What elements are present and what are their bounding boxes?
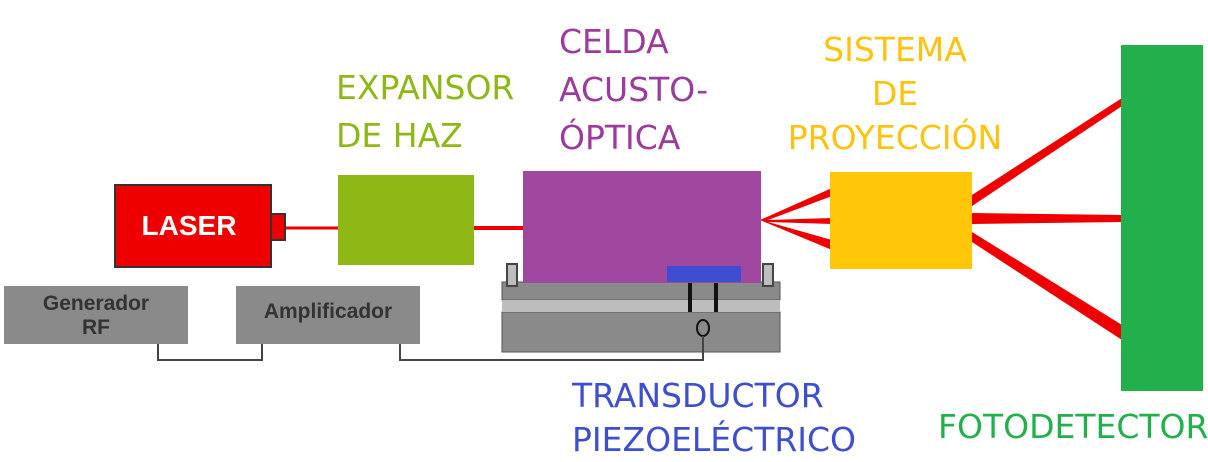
amplificador-label: Amplificador [263,300,393,323]
expansor-box [338,175,474,265]
laser-box: LASER [114,184,272,268]
wire-generador-amplificador [157,344,263,361]
wire-amplificador-transductor [399,336,704,361]
celda-label-line2: ACUSTO- [559,70,709,109]
transductor-box [667,266,741,282]
projected-beam-bottom [972,232,1122,340]
celda-box [523,171,761,283]
generador-rf-box: Generador RF [4,286,188,344]
transducer-mount [501,263,781,353]
projected-beam-mid [972,213,1122,224]
celda-label-line1: CELDA [559,22,669,61]
expansor-label-line1: EXPANSOR [336,68,515,107]
fotodetector-label: FOTODETECTOR [938,407,1208,446]
diffracted-beams-in [760,188,832,250]
generador-label-line2: RF [82,316,110,339]
transductor-label-line2: PIEZOELÉCTRICO [572,420,857,459]
sistema-label-line1: SISTEMA [823,30,967,69]
projected-beam-top [972,98,1122,206]
generador-label-line1: Generador [42,292,150,315]
expansor-label-line2: DE HAZ [336,116,463,155]
laser-aperture [270,213,286,241]
sistema-box [830,172,972,269]
fotodetector-box [1121,45,1203,391]
transductor-label-line1: TRANSDUCTOR [572,376,824,415]
sistema-label-line2: DE [871,74,919,113]
celda-label-line3: ÓPTICA [559,118,681,157]
sistema-label-line3: PROYECCIÓN [787,118,1003,157]
laser-label: LASER [141,210,237,241]
amplificador-box: Amplificador [236,286,420,344]
